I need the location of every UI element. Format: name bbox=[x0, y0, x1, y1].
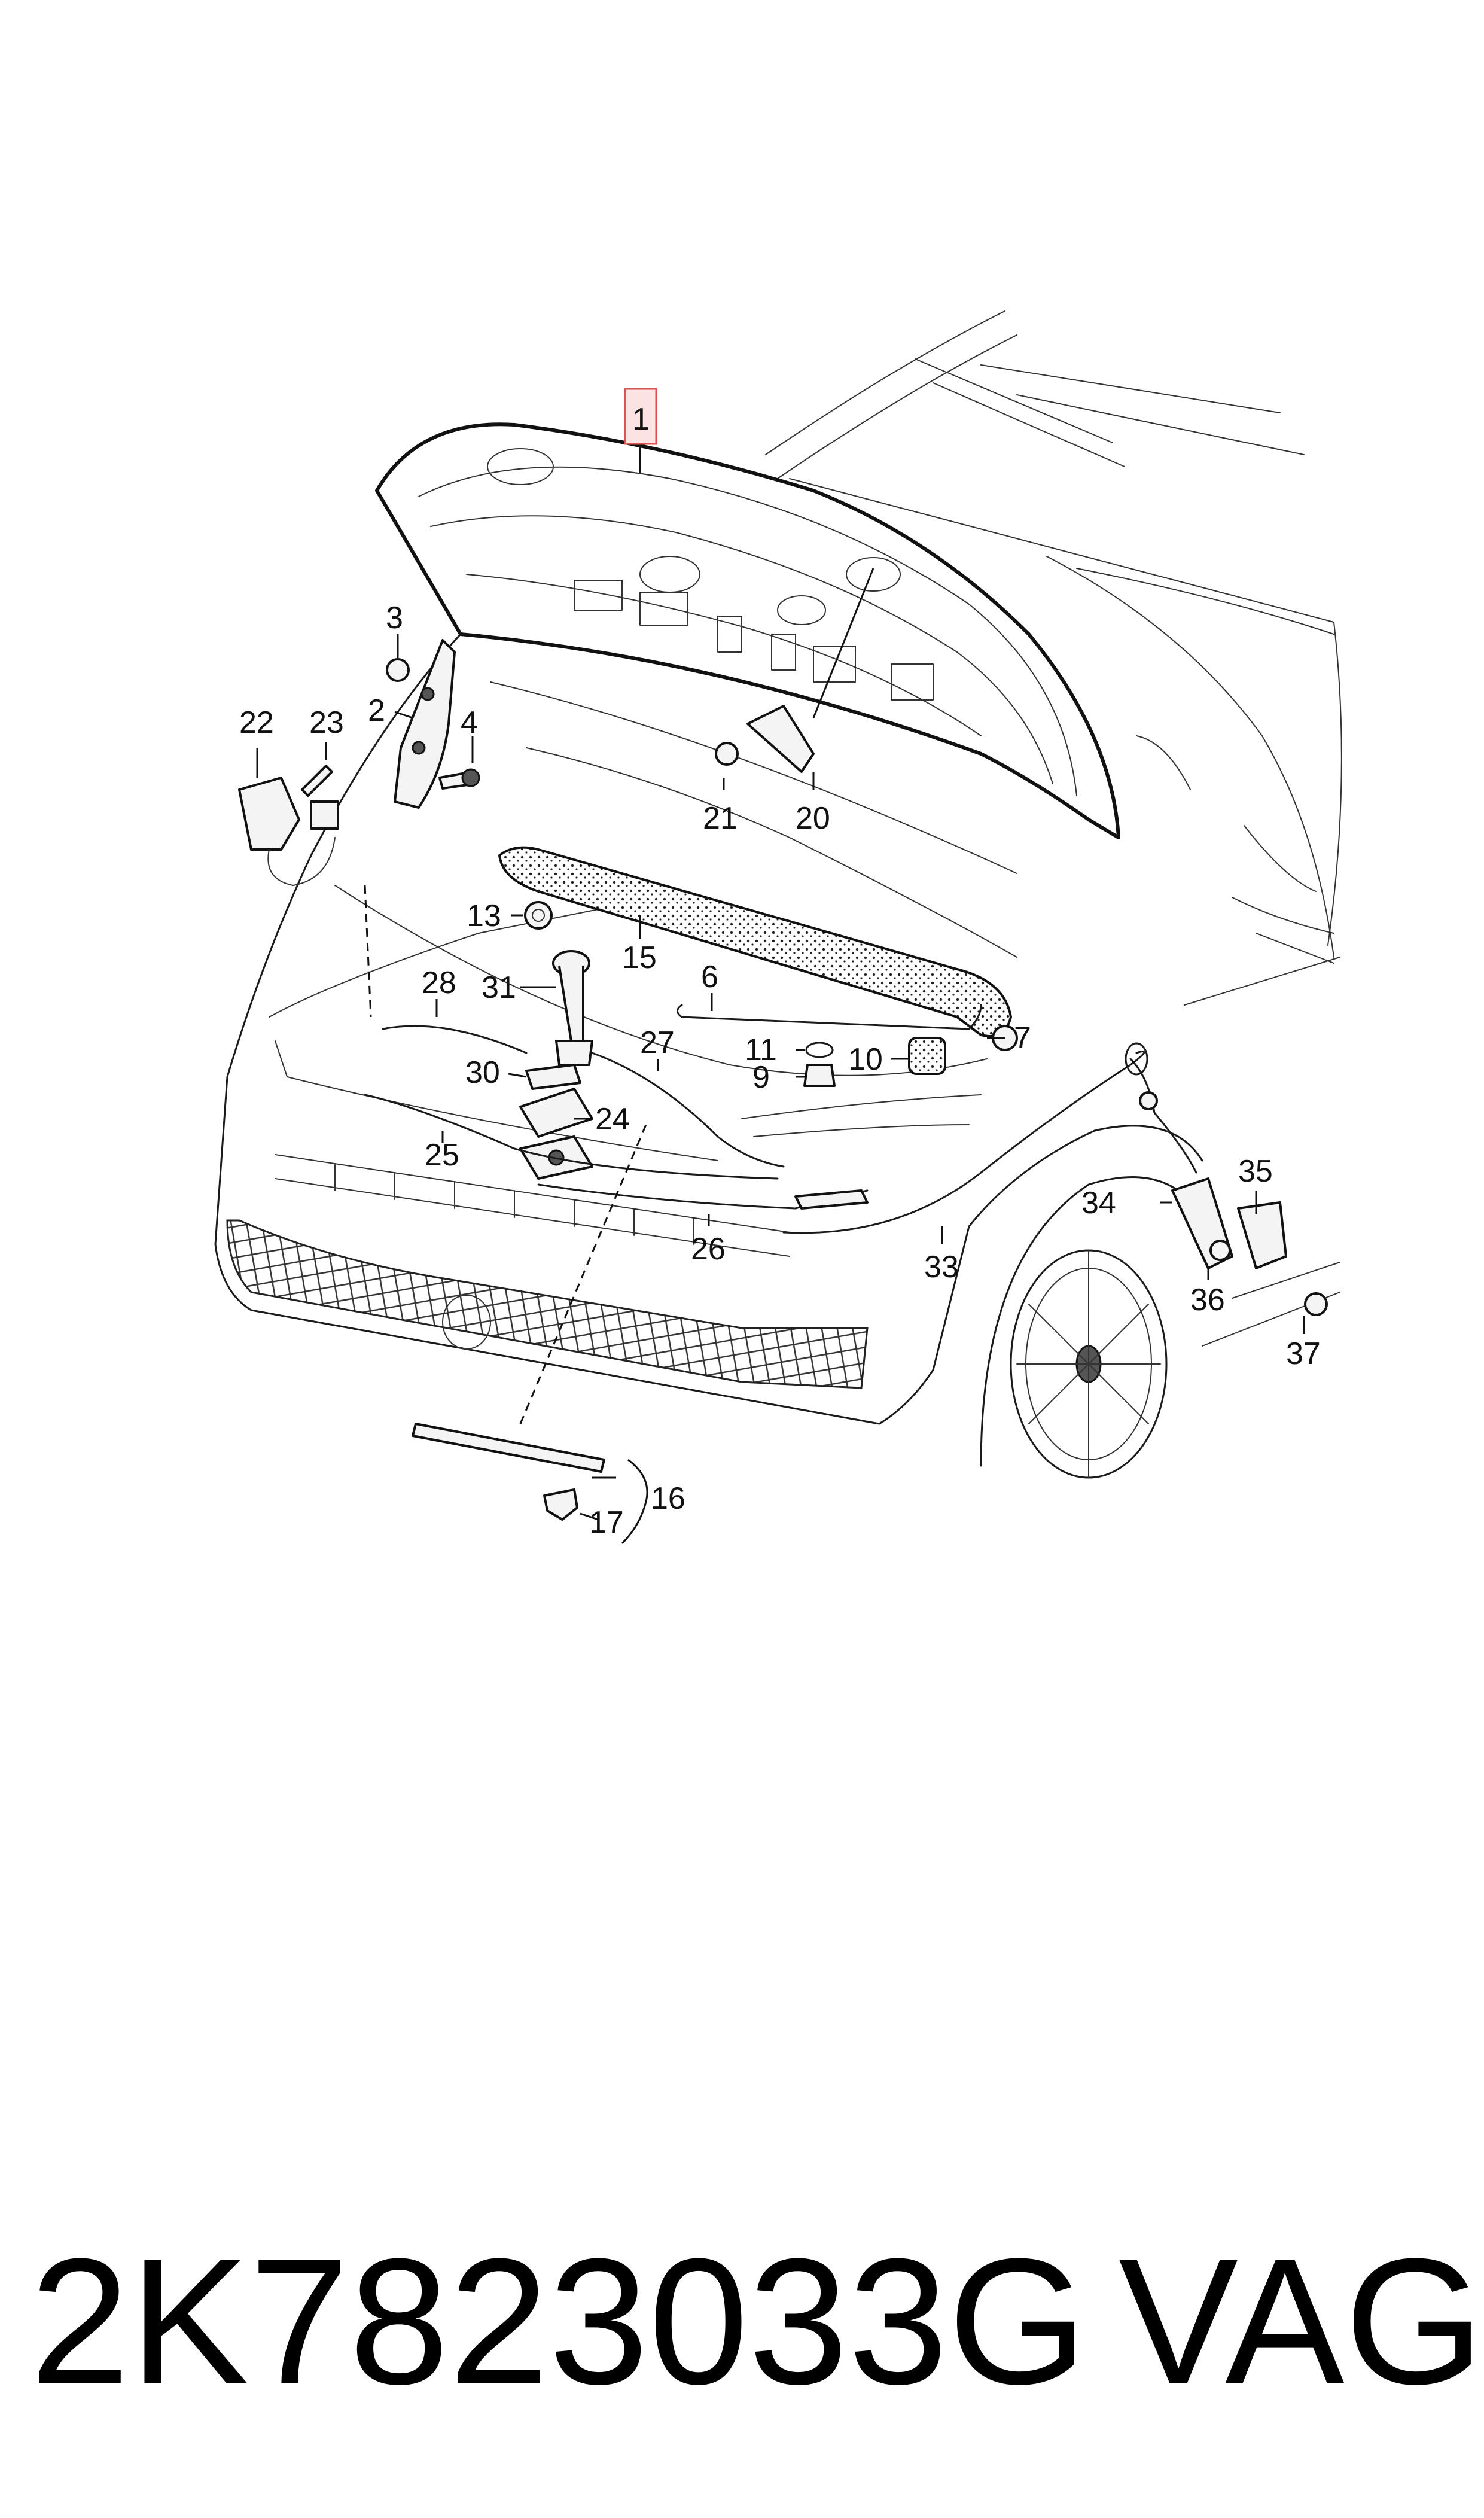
callout-13: 13 bbox=[467, 899, 501, 933]
callout-30: 30 bbox=[465, 1055, 500, 1090]
callout-20: 20 bbox=[796, 801, 830, 836]
gas-strut-bracket bbox=[715, 705, 815, 773]
callout-24: 24 bbox=[595, 1102, 630, 1137]
callout-7: 7 bbox=[1014, 1021, 1031, 1055]
callout-31: 31 bbox=[482, 970, 516, 1005]
leader-lines bbox=[256, 443, 1305, 1545]
callout-4: 4 bbox=[461, 705, 478, 740]
callout-17: 17 bbox=[589, 1505, 624, 1540]
callout-34: 34 bbox=[1081, 1186, 1116, 1220]
bonnet-lock-switch bbox=[238, 777, 339, 886]
callout-10: 10 bbox=[848, 1042, 883, 1077]
callout-35: 35 bbox=[1238, 1154, 1273, 1189]
callout-28: 28 bbox=[422, 966, 456, 1000]
car-body-outline bbox=[765, 310, 1342, 1347]
callout-33: 33 bbox=[924, 1250, 959, 1284]
bolt-4 bbox=[438, 768, 480, 790]
bonnet-seal-strip bbox=[498, 846, 1013, 1037]
callout-3: 3 bbox=[386, 601, 403, 635]
nut-3 bbox=[386, 658, 410, 682]
cables bbox=[364, 1025, 1197, 1234]
callout-9: 9 bbox=[752, 1060, 770, 1095]
callout-6: 6 bbox=[701, 960, 718, 994]
screw-23 bbox=[301, 765, 333, 797]
callout-1: 1 bbox=[632, 402, 650, 437]
callout-25: 25 bbox=[425, 1138, 459, 1173]
callout-11: 11 bbox=[745, 1033, 777, 1067]
callout-27: 27 bbox=[640, 1025, 675, 1060]
front-end-body bbox=[214, 633, 1215, 1479]
bonnet bbox=[375, 422, 1120, 839]
buffer-10 bbox=[908, 1037, 946, 1075]
lock-bracket-34-35 bbox=[1171, 1177, 1328, 1316]
callout-37: 37 bbox=[1286, 1336, 1321, 1371]
callout-26: 26 bbox=[691, 1232, 726, 1266]
callout-labels: 1 2 3 4 6 7 9 10 11 13 15 16 17 20 21 22… bbox=[239, 388, 1321, 1540]
footer: 2K7823033G VAG bbox=[0, 2225, 1484, 2417]
callout-1-highlight-box bbox=[624, 388, 657, 445]
hinge-bracket bbox=[394, 639, 456, 809]
callout-15: 15 bbox=[622, 940, 657, 975]
callout-36: 36 bbox=[1190, 1283, 1225, 1317]
callout-2: 2 bbox=[368, 693, 385, 728]
release-handle-31 bbox=[552, 950, 593, 1066]
callout-23: 23 bbox=[309, 705, 344, 740]
brand-name: VAG bbox=[1119, 2221, 1484, 2422]
callout-22: 22 bbox=[239, 705, 274, 740]
callout-21: 21 bbox=[703, 801, 738, 836]
grommet-13 bbox=[524, 901, 553, 930]
prop-rod bbox=[677, 1004, 982, 1030]
clip-9 bbox=[803, 1064, 836, 1087]
callout-16: 16 bbox=[651, 1481, 685, 1516]
trim-strip-16 bbox=[412, 1423, 605, 1521]
part-number: 2K7823033G bbox=[30, 2221, 1088, 2422]
cable-guide-30 bbox=[525, 1064, 581, 1090]
o-ring-11 bbox=[805, 1042, 834, 1058]
